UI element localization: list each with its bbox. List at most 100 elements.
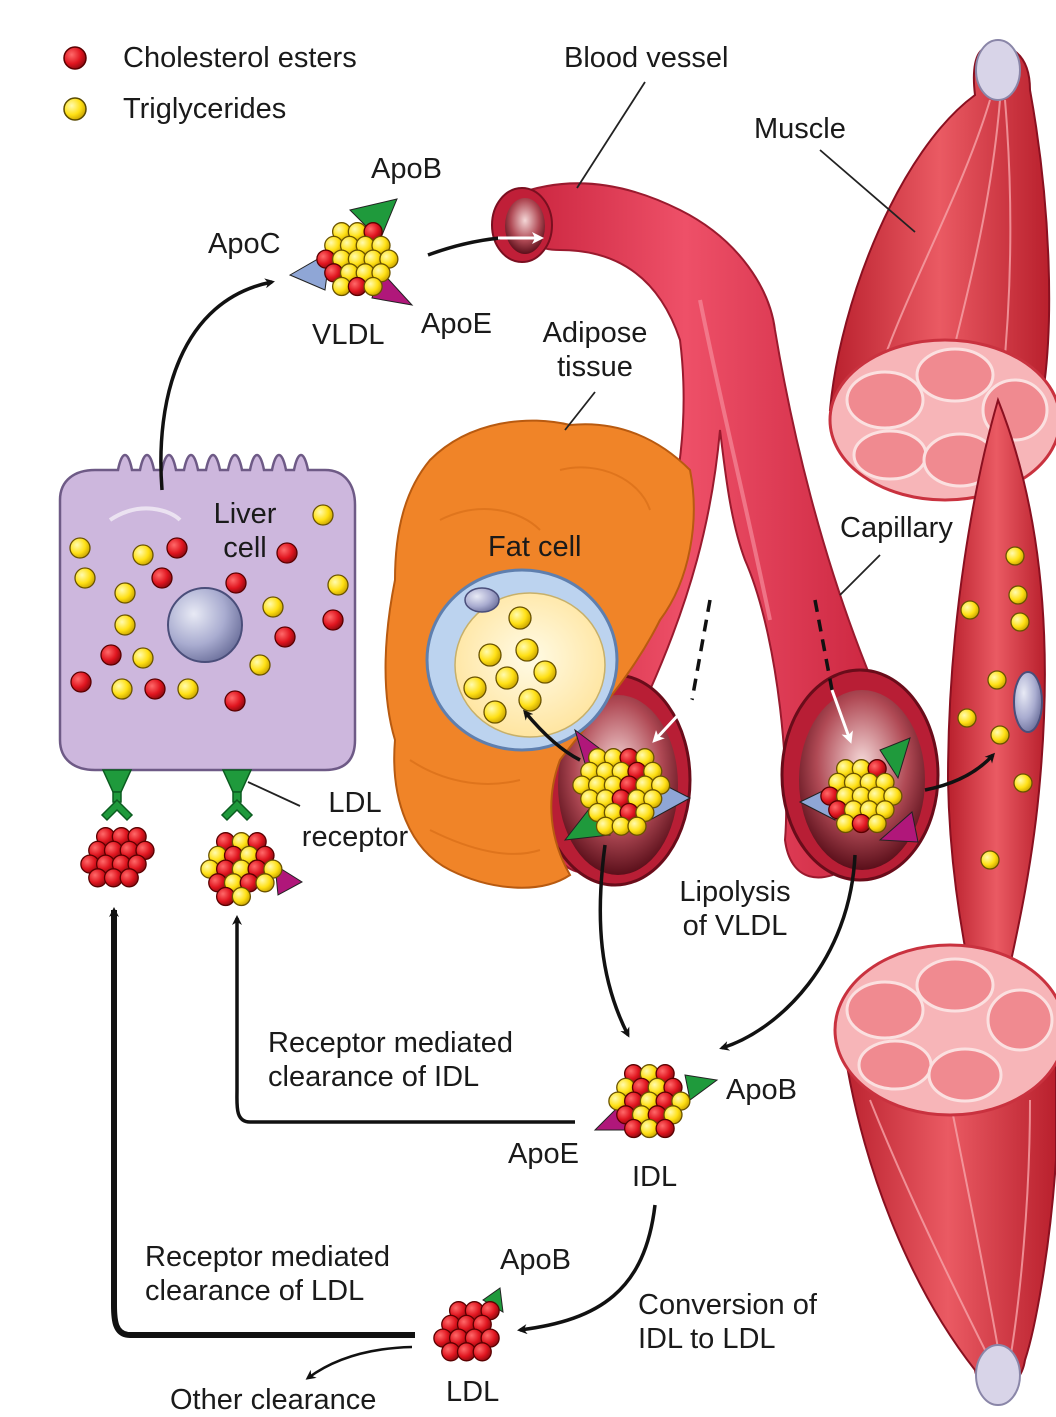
apob-vldl-label: ApoB <box>371 153 442 185</box>
apob-triangle <box>684 1074 719 1101</box>
apoc-label: ApoC <box>208 228 281 260</box>
receptor-ldl-label: Receptor mediated clearance of LDL <box>145 1241 391 1307</box>
liver-nucleus <box>167 587 243 663</box>
arrow-liver-to-vldl <box>159 278 275 491</box>
cholesterol-ester-dot <box>276 542 298 564</box>
triglyceride-dot <box>132 544 154 566</box>
triglyceride-dot <box>249 654 271 676</box>
triglyceride-dot <box>1013 773 1033 793</box>
liver-cell <box>58 453 357 772</box>
apob-idl-label: ApoB <box>726 1074 797 1106</box>
triglyceride-dot <box>114 614 136 636</box>
triglyceride-dot <box>231 886 252 907</box>
triglyceride-dot <box>980 850 1000 870</box>
triglyceride-dot <box>867 813 887 834</box>
cholesterol-ester-dot <box>225 572 247 594</box>
triglyceride-dot <box>262 596 284 618</box>
dashed-flow-left <box>690 599 712 701</box>
triglyceride-dot <box>478 643 502 667</box>
apob-ldl-label: ApoB <box>500 1244 571 1276</box>
arrow-vldl-to-vessel <box>427 236 501 257</box>
ldl-bound-particle <box>80 827 155 888</box>
muscle-label: Muscle <box>754 113 846 145</box>
arrows <box>109 232 996 1380</box>
triglyceride-dot <box>177 678 199 700</box>
triglyceride-dot <box>69 537 91 559</box>
cholesterol-ester-dot <box>322 609 344 631</box>
triglyceride-dot <box>363 276 383 297</box>
triglyceride-dot <box>990 725 1010 745</box>
arrow-ldl-clearance <box>109 907 415 1338</box>
blood-vessel-label: Blood vessel <box>564 42 729 74</box>
capillary-label: Capillary <box>840 512 953 544</box>
triglyceride-dot <box>255 873 275 893</box>
arrow-to-muscle <box>924 752 996 792</box>
vldl-particle <box>316 222 399 297</box>
arrow-left-to-idl <box>598 844 630 1038</box>
fat-cell-lipids <box>463 606 557 724</box>
cholesterol-ester-dot <box>119 868 139 888</box>
ldl-receptor-1 <box>100 769 134 822</box>
arrow-other-clearance <box>305 1345 413 1380</box>
triglyceride-dot <box>132 647 154 669</box>
idl-bound-particle <box>200 832 283 907</box>
cholesterol-ester-dot <box>151 567 173 589</box>
triglyceride-dot <box>957 708 977 728</box>
triglyceride-dot <box>74 567 96 589</box>
triglyceride-dot <box>111 678 133 700</box>
adipose-tissue-label: Adipose tissue <box>542 317 648 383</box>
lipid-particles <box>69 198 1033 1362</box>
triglyceride-dot <box>1008 585 1028 605</box>
fat-cell-nucleus <box>464 587 500 613</box>
triglyceride-dot <box>483 700 507 724</box>
triglyceride-dot <box>960 600 980 620</box>
apoe-triangle <box>878 811 919 843</box>
cholesterol-legend-swatch <box>63 46 87 70</box>
other-clearance-label: Other clearance <box>170 1384 377 1416</box>
apob-triangle <box>349 198 398 241</box>
triglyceride-dot <box>515 638 539 662</box>
muscle-nucleus <box>1013 671 1043 733</box>
arrow-flow-right <box>830 689 853 744</box>
legend-cholesterol-label: Cholesterol esters <box>123 42 357 74</box>
arrow-idl-to-ldl <box>517 1204 657 1335</box>
triglyceride-dot <box>508 606 532 630</box>
ldl-label: LDL <box>446 1376 500 1408</box>
cholesterol-ester-dot <box>100 644 122 666</box>
triglyceride-dot <box>1005 546 1025 566</box>
cholesterol-ester-dot <box>472 1342 492 1362</box>
vldl-label: VLDL <box>312 319 385 351</box>
cholesterol-ester-dot <box>655 1118 675 1139</box>
ldl-particle <box>433 1301 500 1362</box>
apob-triangle <box>879 737 911 780</box>
idl-label: IDL <box>632 1161 678 1193</box>
dashed-flow-right <box>813 599 834 691</box>
fat-cell-label: Fat cell <box>488 531 582 563</box>
triglyceride-dot <box>518 688 542 712</box>
cholesterol-ester-dot <box>166 537 188 559</box>
ldl-receptor-2 <box>220 769 254 822</box>
triglyceride-dot <box>327 574 349 596</box>
cholesterol-ester-dot <box>224 690 246 712</box>
receptor-idl-label: Receptor mediated clearance of IDL <box>268 1027 514 1093</box>
triglyceride-dot <box>463 676 487 700</box>
arrow-to-fat-cell <box>523 709 581 762</box>
ldl-receptor-label: LDL receptor <box>301 787 409 853</box>
triglyceride-dot <box>495 666 519 690</box>
cholesterol-ester-dot <box>144 678 166 700</box>
idl-particle <box>608 1064 691 1139</box>
triglyceride-legend-swatch <box>63 97 87 121</box>
liver-lipids <box>69 504 349 712</box>
lipolysis-label: Lipolysis of VLDL <box>679 876 791 942</box>
triglyceride-dot <box>533 660 557 684</box>
triglyceride-dot <box>1010 612 1030 632</box>
arrow-right-to-idl <box>719 854 857 1051</box>
apoe-vldl-label: ApoE <box>421 308 492 340</box>
apoe-idl-label: ApoE <box>508 1138 579 1170</box>
triglyceride-dot <box>312 504 334 526</box>
vldl-particle-muscle <box>820 759 903 834</box>
cholesterol-ester-dot <box>70 671 92 693</box>
leader-lines <box>247 81 916 807</box>
legend-triglyceride-label: Triglycerides <box>123 93 287 125</box>
